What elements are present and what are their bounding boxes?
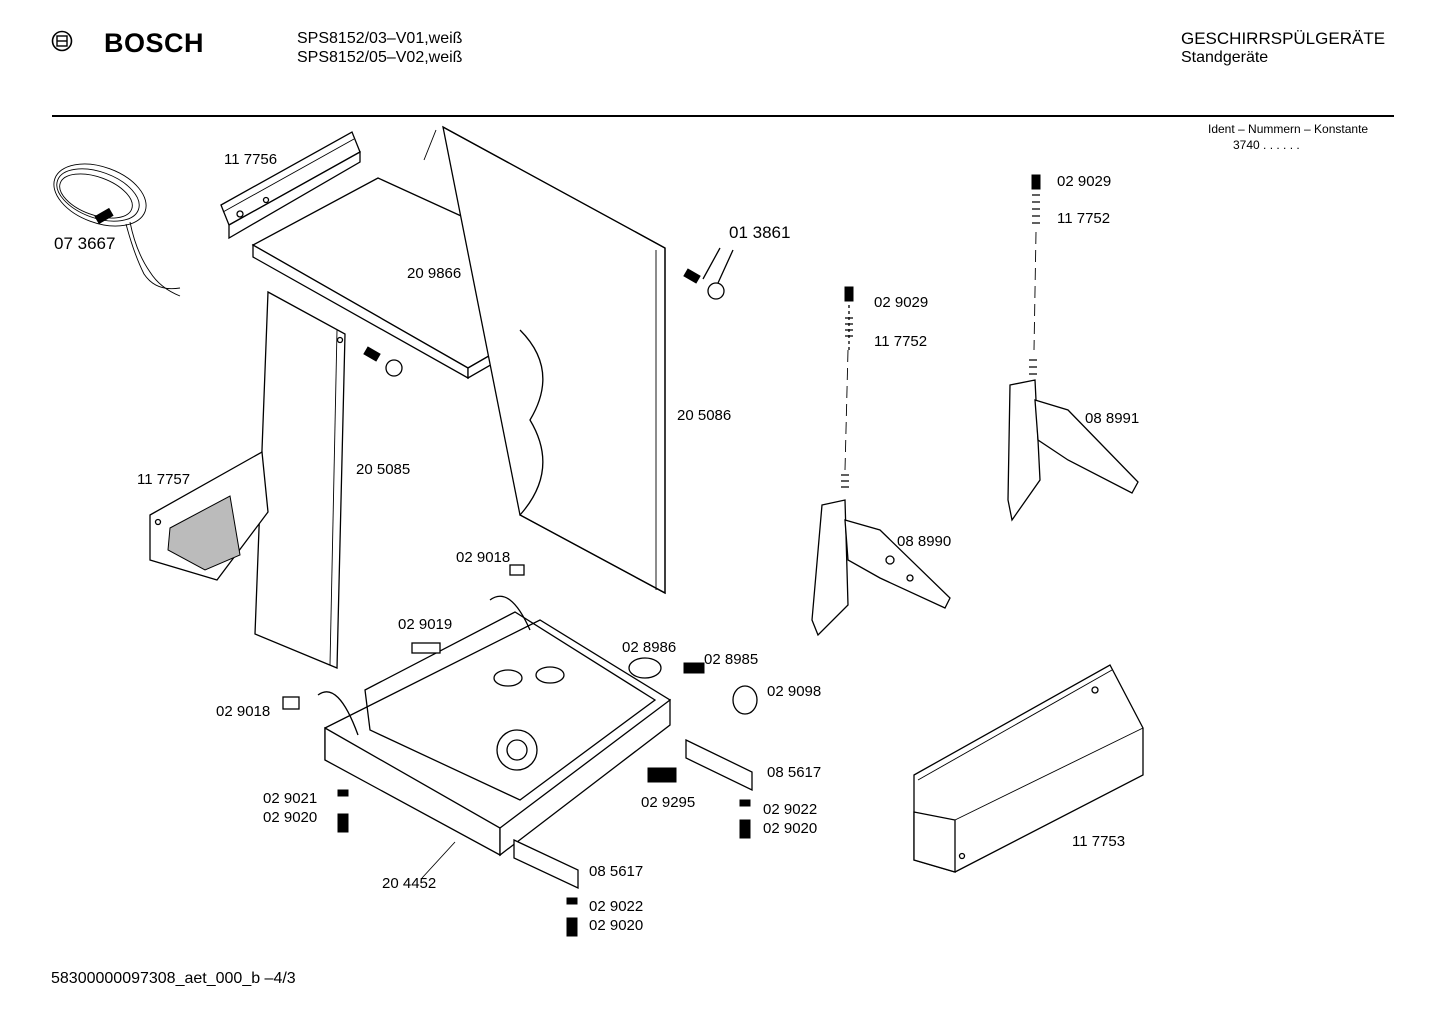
part-label: 02 8986 <box>622 639 677 656</box>
screw-plug-drawing <box>363 247 734 377</box>
side-panel-left-drawing <box>254 290 346 669</box>
door-spring-left-drawing <box>841 286 854 488</box>
side-panel-right-drawing <box>423 125 666 595</box>
part-label: 11 7752 <box>874 333 928 350</box>
subcategory-title: Standgeräte <box>1181 49 1269 66</box>
bracket-117757-drawing <box>149 450 269 581</box>
part-label: 08 5617 <box>767 764 822 781</box>
header-rule <box>52 115 1394 117</box>
part-label: 02 9029 <box>874 294 929 311</box>
cover-117753-drawing <box>913 664 1144 873</box>
base-frame-drawing <box>317 595 672 857</box>
part-label: 02 9022 <box>589 898 644 915</box>
part-label: 02 9020 <box>763 820 818 837</box>
model-line-1: SPS8152/03–V01,weiß <box>297 30 463 47</box>
part-label: 02 9018 <box>216 703 271 720</box>
part-label: 20 5086 <box>677 407 732 424</box>
ident-title: Ident – Nummern – Konstante <box>1208 122 1369 136</box>
part-label: 11 7756 <box>224 151 278 168</box>
part-label: 02 9020 <box>589 917 644 934</box>
part-label: 08 8990 <box>897 533 952 550</box>
part-label: 02 9022 <box>763 801 818 818</box>
hinge-088991-drawing <box>1007 379 1139 522</box>
power-cable-drawing <box>53 163 181 297</box>
brand-name: BOSCH <box>104 28 205 58</box>
part-label: 07 3667 <box>54 234 116 253</box>
small-parts-drawing <box>282 564 758 937</box>
part-label: 02 9029 <box>1057 173 1112 190</box>
bosch-logo-icon <box>51 30 73 52</box>
part-label: 11 7757 <box>137 471 191 488</box>
part-label: 02 9020 <box>263 809 318 826</box>
part-label: 02 9018 <box>456 549 511 566</box>
part-label: 20 5085 <box>356 461 411 478</box>
category-title: GESCHIRRSPÜLGERÄTE <box>1181 29 1386 48</box>
part-label: 08 5617 <box>589 863 644 880</box>
part-label: 01 3861 <box>729 223 791 242</box>
part-label: 02 9021 <box>263 790 318 807</box>
part-label: 08 8991 <box>1085 410 1140 427</box>
part-label: 02 9098 <box>767 683 822 700</box>
part-label: 20 4452 <box>382 875 437 892</box>
part-label: 11 7752 <box>1057 210 1111 227</box>
strip-117756-drawing <box>220 131 361 240</box>
document-id: 58300000097308_aet_000_b –4/3 <box>51 970 296 987</box>
part-label: 02 9295 <box>641 794 696 811</box>
ident-value: 3740 . . . . . . <box>1233 138 1300 152</box>
door-spring-right-drawing <box>1029 174 1041 375</box>
model-line-2: SPS8152/05–V02,weiß <box>297 49 463 66</box>
hinge-088990-drawing <box>811 499 951 637</box>
part-label: 02 9019 <box>398 616 453 633</box>
part-label: 11 7753 <box>1072 833 1126 850</box>
part-label: 20 9866 <box>407 265 462 282</box>
part-label: 02 8985 <box>704 651 759 668</box>
